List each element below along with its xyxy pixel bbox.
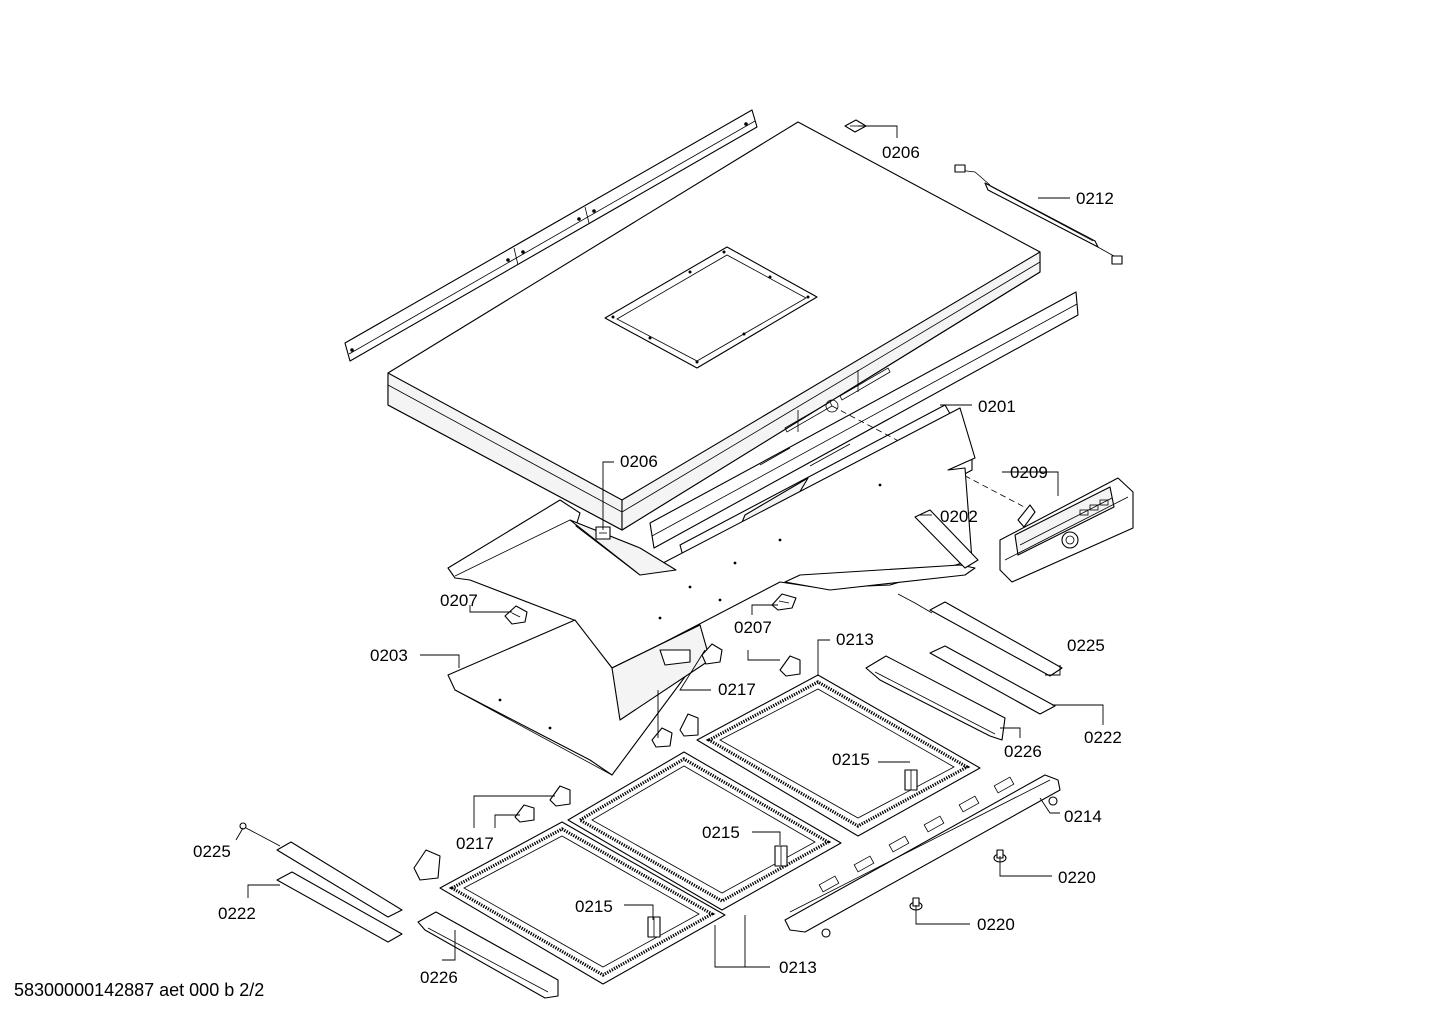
callout-0214: 0214: [1064, 807, 1102, 826]
light-holder-0226-right: [865, 655, 1006, 741]
callout-0206-top: 0206: [882, 143, 920, 162]
callout-0206-front: 0206: [620, 452, 658, 471]
callout-0222-right: 0222: [1084, 728, 1122, 747]
side-flap-right: [784, 509, 979, 591]
light-holder-0226-left: [417, 911, 559, 999]
filter-handle-0215-b: [774, 845, 788, 867]
control-panel-0209: [999, 477, 1134, 583]
grease-filter-0213-right: [696, 674, 981, 837]
grease-filter-0213-middle: [567, 751, 842, 911]
front-trim-strip: [649, 291, 1079, 549]
hood-body-0201: [387, 121, 1041, 531]
light-cable-0225-left: [239, 822, 403, 918]
holder-0217-a: [701, 643, 723, 665]
clip-0207-left: [504, 605, 528, 625]
holder-0217-b: [779, 655, 801, 677]
grease-filter-0213-left: [439, 821, 726, 985]
callout-0215-middle: 0215: [702, 823, 740, 842]
callout-0217-lower: 0217: [456, 834, 494, 853]
light-cover-0222-right: [929, 645, 1056, 715]
holder-0217-d: [651, 727, 673, 748]
callout-0225-right: 0225: [1067, 636, 1105, 655]
holder-0217-g: [413, 849, 441, 881]
callout-0217-upper: 0217: [718, 680, 756, 699]
callout-labels: 0206 0212 0201 0206 0209 0202 0207 0207 …: [193, 143, 1122, 987]
leader-lines: [235, 125, 1104, 968]
callout-0225-left: 0225: [193, 842, 231, 861]
callout-0222-left: 0222: [218, 904, 256, 923]
document-code: 58300000142887 aet 000 b 2/2: [14, 980, 265, 1000]
front-grille-0214: [784, 774, 1061, 938]
callout-0220-upper: 0220: [1058, 868, 1096, 887]
holder-0217-c: [679, 713, 699, 737]
callout-0213-bottom: 0213: [779, 958, 817, 977]
holder-0217-e: [549, 785, 571, 807]
filter-handle-0215-c: [647, 916, 661, 938]
rear-mounting-strip: [344, 109, 758, 362]
clip-0207-right: [771, 593, 797, 611]
callout-0215-left: 0215: [575, 897, 613, 916]
callout-0203: 0203: [370, 646, 408, 665]
callout-0207-left: 0207: [440, 591, 478, 610]
callout-0202: 0202: [940, 507, 978, 526]
callout-0207-right: 0207: [734, 618, 772, 637]
callout-0226-right: 0226: [1004, 742, 1042, 761]
holder-0217-f: [514, 804, 535, 823]
callout-0226-left: 0226: [420, 968, 458, 987]
lower-tray-0203: [447, 619, 711, 776]
callout-0213-top: 0213: [836, 630, 874, 649]
light-strip-0212: [954, 164, 1123, 265]
light-cable-0225-right: [897, 593, 1063, 677]
filter-handle-0215-a: [904, 769, 918, 791]
callout-0209: 0209: [1010, 463, 1048, 482]
callout-0215-right: 0215: [832, 750, 870, 769]
callout-0212: 0212: [1076, 189, 1114, 208]
callout-0220-lower: 0220: [977, 915, 1015, 934]
light-cover-0222-left: [276, 871, 403, 943]
callout-0201: 0201: [978, 397, 1016, 416]
